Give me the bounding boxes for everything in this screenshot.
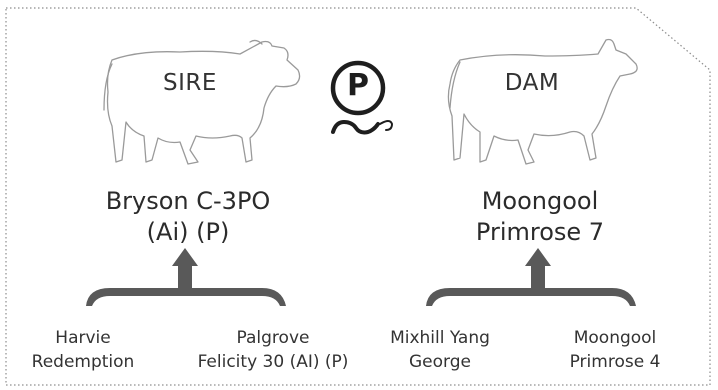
dam-parent-right-line2: Primrose 4 xyxy=(569,352,661,372)
dam-label: DAM xyxy=(504,70,560,96)
dam-bracket-arrow xyxy=(426,248,636,306)
sire-parent-left-line2: Redemption xyxy=(31,352,135,372)
dam-cattle-outline xyxy=(447,38,638,165)
dam-name-line2: Primrose 7 xyxy=(475,218,605,246)
sire-bracket-arrow xyxy=(86,248,286,306)
dam-parent-left-line2: George xyxy=(409,352,471,372)
dam-name-line1: Moongool xyxy=(481,187,599,215)
sire-name-line1: Bryson C-3PO xyxy=(105,187,271,215)
sire-label: SIRE xyxy=(163,70,217,96)
sire-cattle-outline xyxy=(103,39,301,165)
sire-parent-left-line1: Harvie xyxy=(55,328,111,348)
polled-p-icon xyxy=(330,60,394,135)
dam-parent-right-line1: Moongool xyxy=(573,328,657,348)
sire-name-line2: (Ai) (P) xyxy=(146,218,230,246)
sire-parent-right-line1: Palgrove xyxy=(236,328,310,348)
dotted-frame xyxy=(5,7,711,386)
polled-p-letter: P xyxy=(347,68,369,103)
dam-parent-left-line1: Mixhill Yang xyxy=(390,328,490,348)
sire-parent-right-line2: Felicity 30 (AI) (P) xyxy=(197,352,349,372)
